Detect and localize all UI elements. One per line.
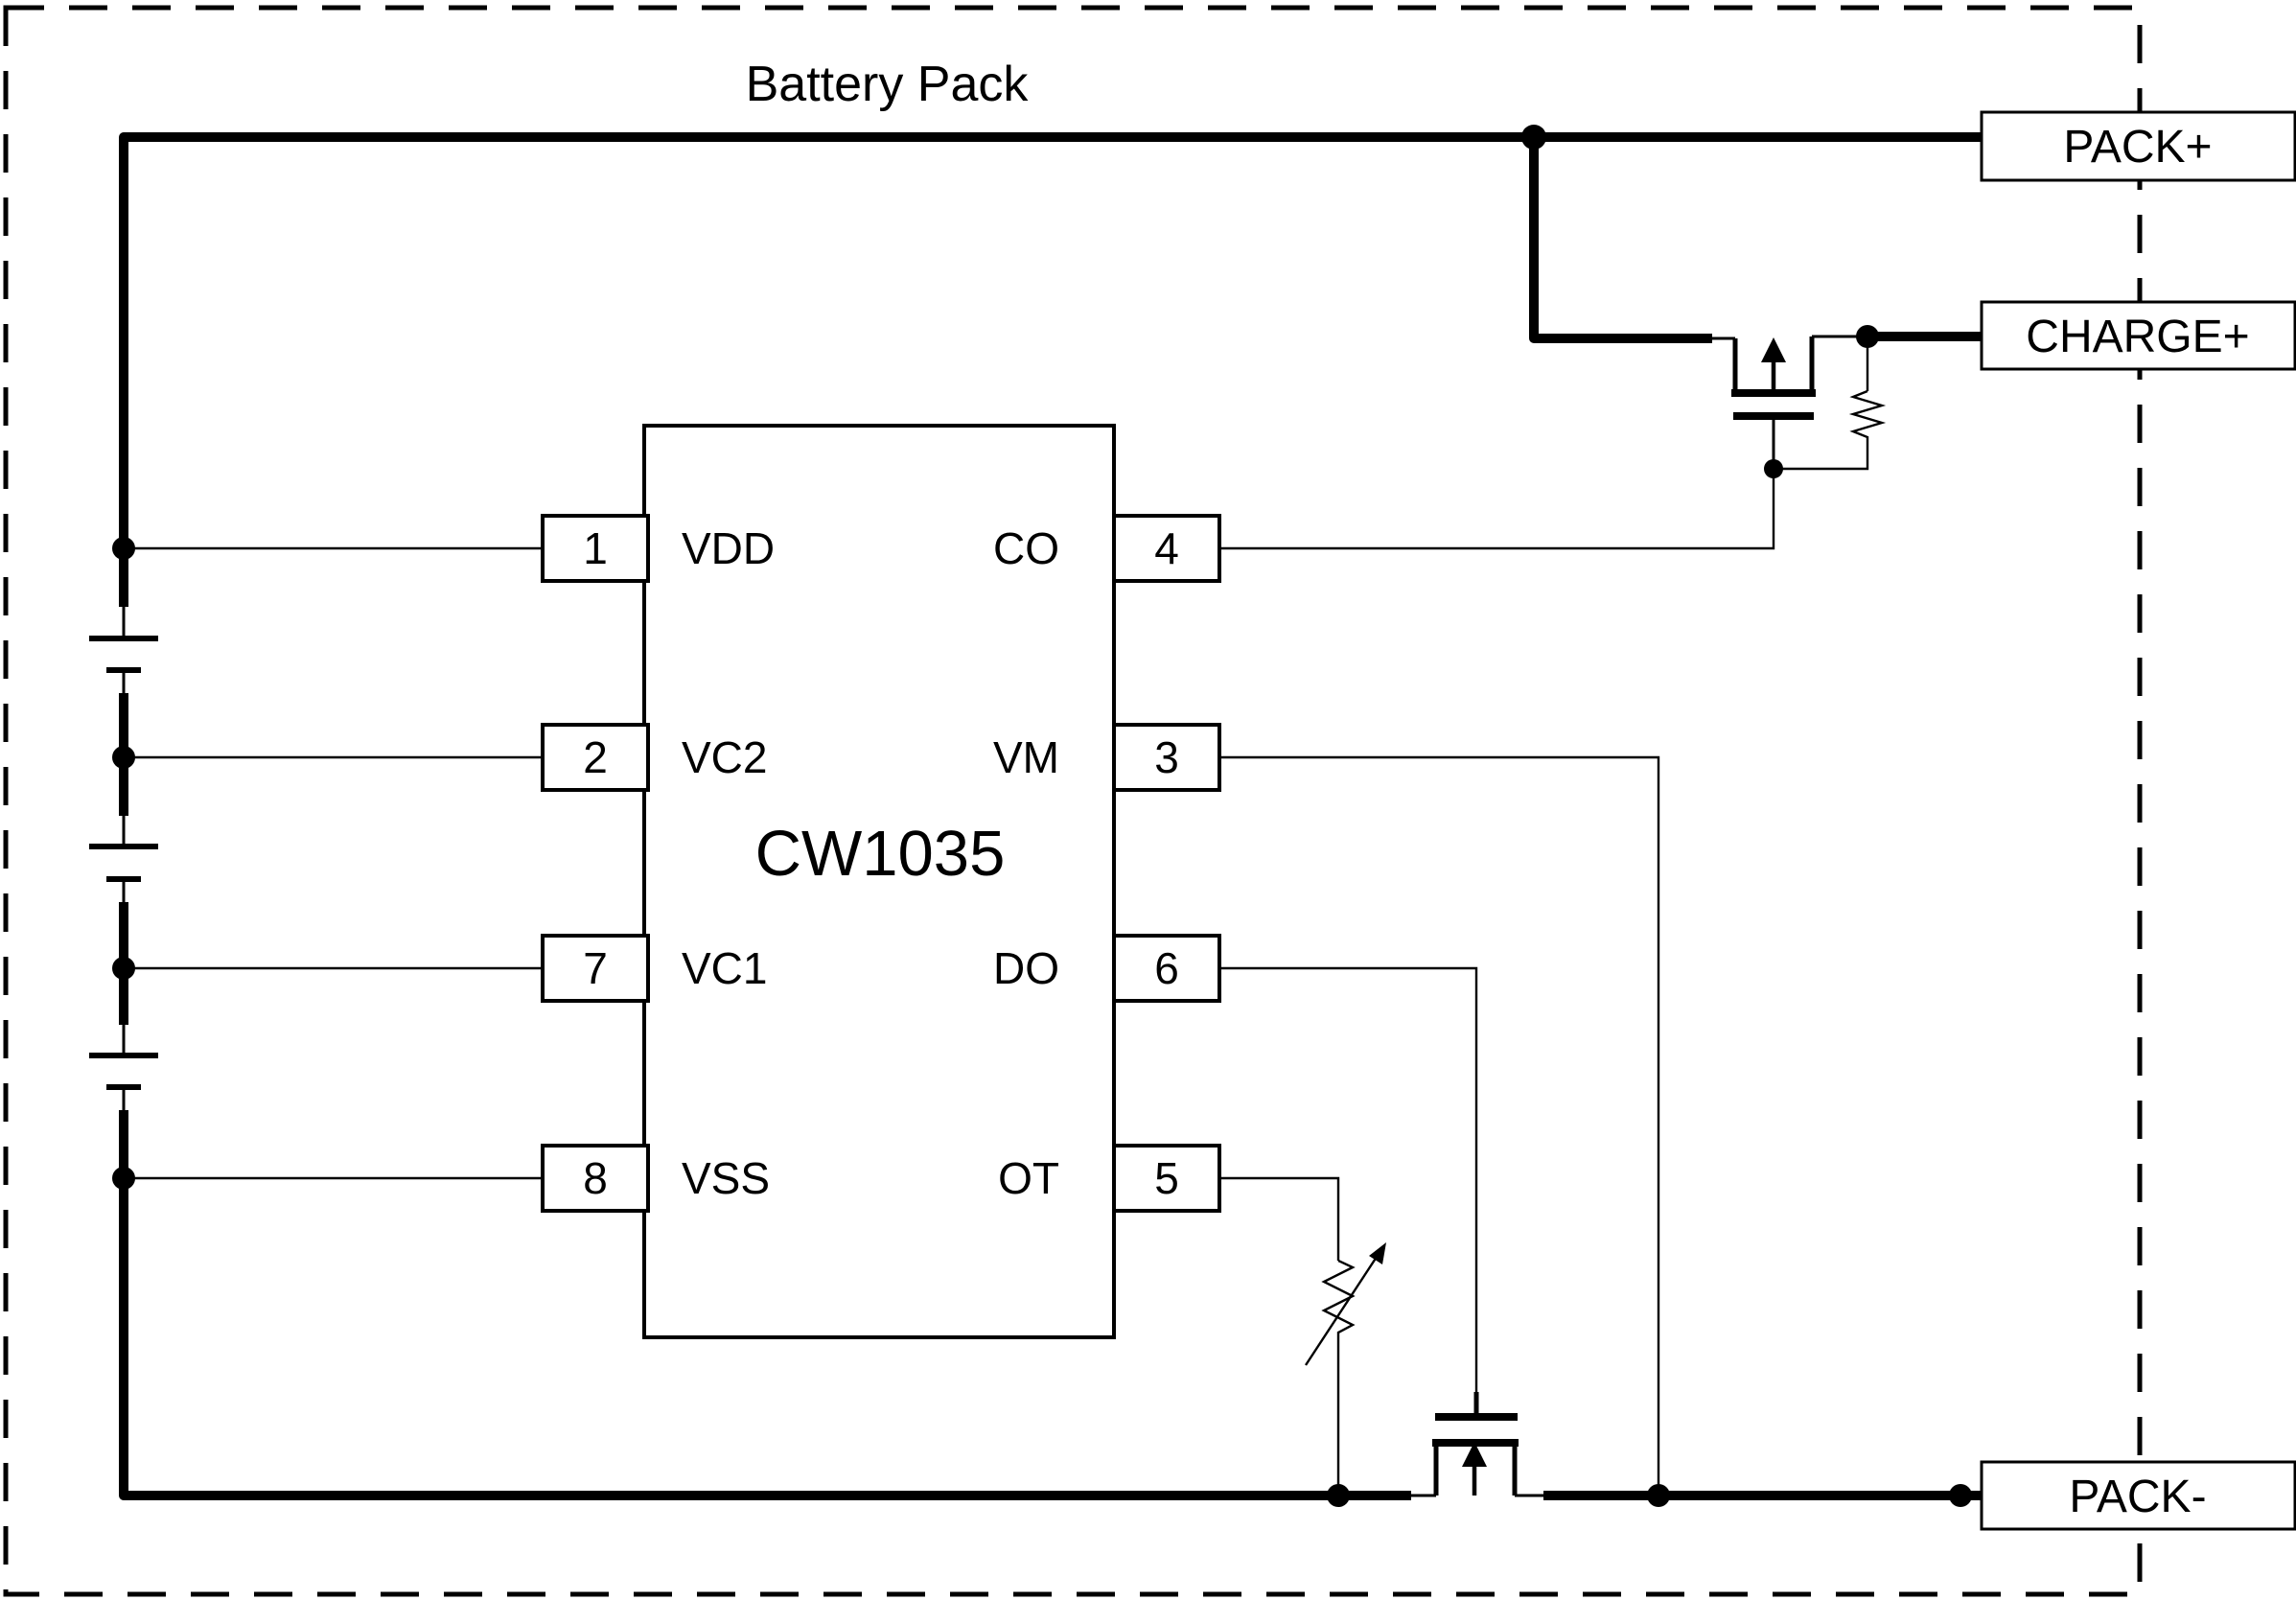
battery-pack-boundary [3,5,2143,1597]
thermistor-icon [1304,1242,1386,1366]
junction-dot [112,1167,135,1190]
pin-label-vss: VSS [682,1153,770,1203]
ic-cw1035: CW1035 1 2 7 8 VDD VC2 VC1 VSS 4 3 6 5 C… [541,424,1221,1339]
pin-box-2 [541,723,650,792]
battery-cell-icon [89,816,158,902]
junction-dot [112,537,135,560]
ot-wire [1219,1176,1340,1261]
pin-box-8 [541,1144,650,1213]
pack-plus-terminal [1980,110,2296,182]
pin-box-4 [1112,514,1221,583]
pin-number: 1 [583,523,608,573]
ic-name: CW1035 [755,818,1006,890]
junction-dot [112,957,135,980]
junction-dot [112,746,135,769]
ic-body [642,424,1116,1339]
pin-box-7 [541,934,650,1003]
pack-plus-label: PACK+ [2063,122,2212,173]
pin-label-vdd: VDD [682,523,775,573]
pin-box-3 [1112,723,1221,792]
pin-box-1 [541,514,650,583]
terminals: PACK+ CHARGE+ PACK- [1980,110,2296,1531]
charge-plus-terminal [1980,300,2296,371]
thermistor-branch [1219,1176,1386,1507]
battery-cell-icon [89,1025,158,1110]
gate-resistor-icon [1774,336,1887,471]
pin-label-co: CO [993,523,1059,573]
negative-rail [119,1110,1411,1500]
pack-minus-terminal [1980,1460,2296,1531]
junction-dot [1327,1484,1350,1507]
pin-label-vc2: VC2 [682,732,767,782]
junction-dot [1949,1484,1972,1507]
co-gate-wire [1219,469,1775,550]
discharge-mosfet-icon [1411,1392,1543,1497]
charge-mosfet-icon [1712,335,1867,469]
pin-number: 8 [583,1153,608,1203]
pin-number: 5 [1154,1153,1179,1203]
pin-label-vc1: VC1 [682,943,767,993]
pack-minus-label: PACK- [2069,1472,2206,1522]
positive-rail [119,132,1982,607]
charge-plus-label: CHARGE+ [2026,312,2249,362]
pin-number: 4 [1154,523,1179,573]
pin-number: 6 [1154,943,1179,993]
discharge-path [1219,966,1982,1507]
do-gate-wire [1219,966,1478,1392]
battery-cell-icon [89,607,158,693]
pin-number: 2 [583,732,608,782]
pin-label-vm: VM [993,732,1059,782]
pin-box-5 [1112,1144,1221,1213]
junction-dot [1521,125,1546,150]
pin-number: 3 [1154,732,1179,782]
pin-label-ot: OT [998,1153,1059,1203]
charge-path [1219,125,1982,550]
vm-sense-wire [1219,755,1660,1496]
diagram-title: Battery Pack [746,57,1030,112]
pin-label-do: DO [993,943,1059,993]
pin-number: 7 [583,943,608,993]
cell-tap-wires [112,537,543,1190]
junction-dot [1647,1484,1670,1507]
